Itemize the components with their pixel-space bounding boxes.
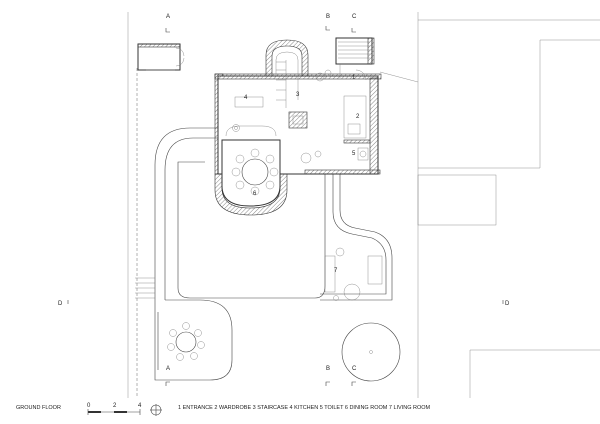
scale-tick-0: 0 [87, 403, 91, 409]
section-a-bottom: A [166, 366, 170, 372]
dining-table [231, 148, 279, 196]
room-legend: 1 ENTRANCE 2 WARDROBE 3 STAIRCASE 4 KITC… [178, 405, 431, 411]
section-d-right: D [505, 301, 510, 307]
drawing-title: GROUND FLOOR [16, 405, 61, 411]
entrance-porch [335, 37, 375, 81]
round-pool [341, 322, 401, 382]
room-number-living: 7 [334, 268, 338, 274]
north-arrow-icon [150, 404, 162, 416]
room-number-dining: 6 [253, 191, 257, 197]
room-number-toilet: 5 [352, 151, 356, 157]
section-d-left: D [58, 301, 63, 307]
section-markers [67, 26, 504, 386]
garden-path [154, 127, 233, 381]
room-number-entrance: 1 [352, 75, 356, 81]
scale-tick-4: 4 [138, 403, 142, 409]
service-rooms [300, 69, 371, 164]
room-number-wardrobe: 2 [356, 114, 360, 120]
garden-table [167, 322, 205, 361]
section-b-bottom: B [326, 366, 330, 372]
section-a-top: A [166, 14, 170, 20]
section-b-top: B [326, 14, 330, 20]
staircase-tower [265, 39, 309, 108]
living-room-wing [320, 169, 393, 301]
room-number-staircase: 3 [296, 92, 300, 98]
scale-tick-2: 2 [113, 403, 117, 409]
scale-bar [87, 409, 141, 415]
room-number-kitchen: 4 [244, 95, 248, 101]
section-c-bottom: C [352, 366, 357, 372]
site-boundaries [127, 12, 600, 398]
outbuilding [137, 43, 185, 71]
lawn [135, 161, 326, 299]
section-c-top: C [352, 14, 357, 20]
